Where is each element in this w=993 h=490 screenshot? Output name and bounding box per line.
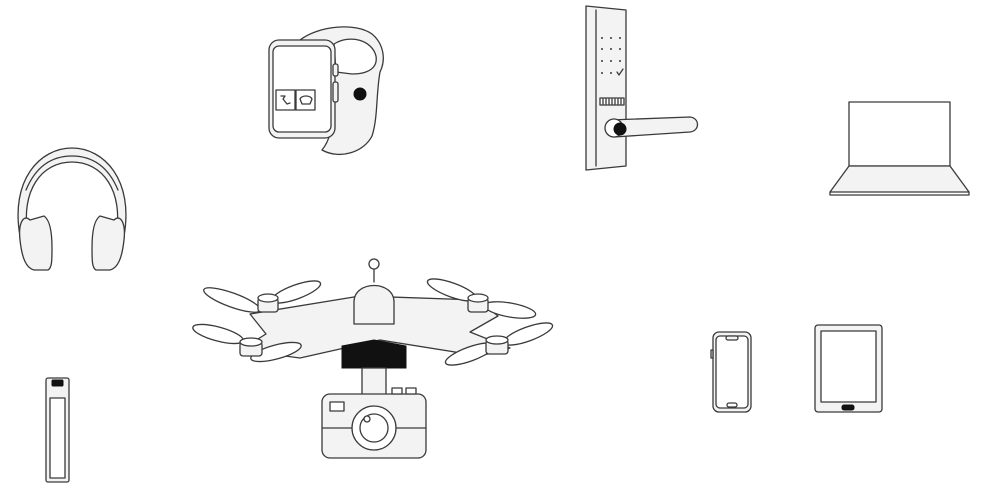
drone-icon [192, 258, 554, 459]
headphones-icon [17, 147, 127, 271]
tablet-icon [814, 324, 883, 413]
laptop-icon [829, 101, 970, 196]
door-lock-icon [585, 5, 699, 171]
smartphone-icon [710, 331, 752, 413]
smartwatch-icon [268, 26, 384, 155]
usb-drive-icon [45, 377, 70, 483]
